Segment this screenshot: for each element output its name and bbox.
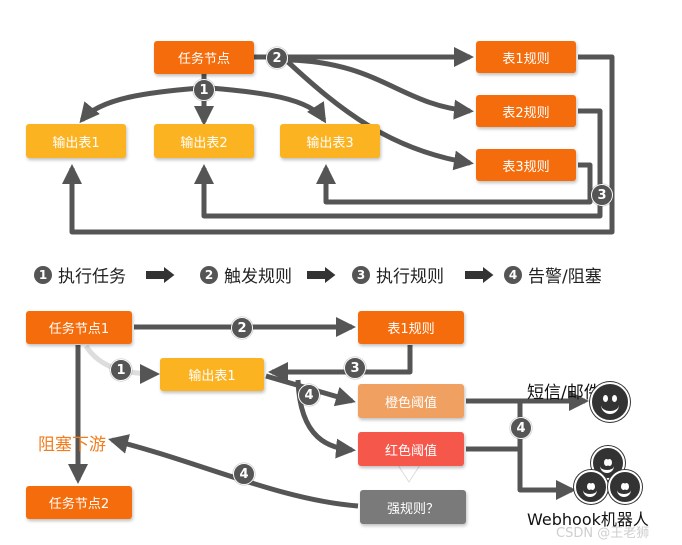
badge-top-1: 1: [193, 79, 215, 101]
badge-bottom-3: 3: [344, 357, 366, 379]
step-4: 4 告警/阻塞: [504, 262, 602, 287]
output-table-1: 输出表1: [26, 124, 126, 158]
step-3-label: 执行规则: [376, 267, 444, 287]
rule-table-2: 表2规则: [476, 95, 576, 127]
edge-red-webhook: [466, 401, 572, 490]
step-arrow-icon: [463, 263, 497, 287]
block-downstream-label: 阻塞下游: [38, 435, 106, 455]
red-threshold: 红色阈值: [358, 432, 464, 466]
step-2-label: 触发规则: [224, 267, 292, 287]
edge-task-output3: [209, 85, 327, 124]
step-1: 1 执行任务: [34, 262, 126, 287]
edge-rule2-output2: [194, 108, 603, 219]
badge-bottom-4c: 4: [233, 463, 255, 485]
step-4-number: 4: [504, 265, 522, 284]
edge-rule3-output3: [316, 162, 593, 205]
edge-rule1-output1: [268, 345, 413, 382]
badge-bottom-1: 1: [110, 359, 132, 381]
output-table-2: 输出表2: [154, 124, 254, 158]
orange-threshold: 橙色阈值: [358, 384, 464, 418]
step-1-label: 执行任务: [58, 267, 126, 287]
step-2-number: 2: [200, 265, 218, 284]
badge-bottom-4b: 4: [510, 417, 532, 439]
step-1-number: 1: [34, 265, 52, 284]
badge-bottom-2: 2: [231, 317, 253, 339]
step-2: 2 触发规则: [200, 262, 292, 287]
badge-top-2: 2: [266, 47, 288, 69]
task-node: 任务节点: [154, 41, 254, 74]
step-4-label: 告警/阻塞: [528, 267, 602, 287]
strong-rule: 强规则？: [360, 490, 466, 524]
red-to-strong-pointer: [397, 464, 421, 483]
edge-task-output1: [79, 85, 201, 124]
step-3-number: 3: [352, 265, 370, 284]
step-3: 3 执行规则: [352, 262, 444, 287]
edge-rule1-output1: [62, 54, 615, 235]
rule-table-1-bottom: 表1规则: [358, 311, 464, 344]
output-table-3: 输出表3: [280, 124, 380, 158]
step-arrow-icon: [144, 263, 178, 287]
smiley-icon: [590, 382, 630, 422]
rule-table-3: 表3规则: [476, 149, 576, 181]
sms-mail-label: 短信/邮件: [527, 383, 601, 403]
task-node-1: 任务节点1: [26, 311, 132, 344]
output-table-1-bottom: 输出表1: [160, 358, 264, 391]
robot-group-icon: [574, 446, 644, 506]
webhook-label: Webhook机器人: [527, 510, 649, 529]
rule-table-1: 表1规则: [476, 41, 576, 73]
badge-bottom-4a: 4: [298, 384, 320, 406]
step-arrow-icon: [305, 263, 339, 287]
edge-task-rule2: [287, 57, 474, 120]
watermark: CSDN @王老狮: [556, 526, 650, 541]
task-node-2: 任务节点2: [26, 486, 132, 519]
badge-top-3: 3: [591, 184, 613, 206]
